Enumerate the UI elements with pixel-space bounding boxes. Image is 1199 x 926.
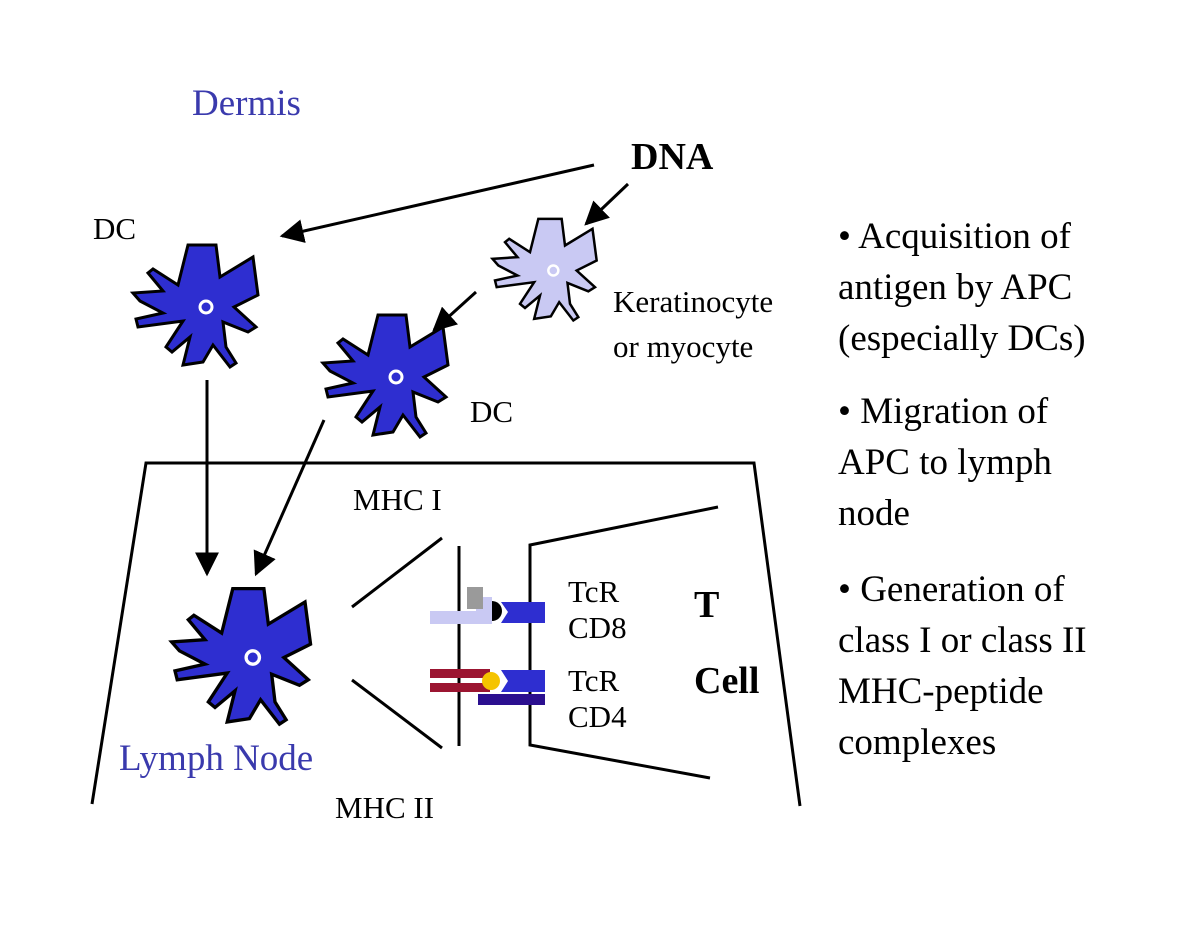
peptide-mhc2 (482, 672, 500, 690)
tcr-top (501, 602, 545, 623)
t-cell-outline (528, 505, 719, 780)
mhc2-complex (430, 669, 545, 705)
zoom-line-lower (351, 678, 443, 750)
bullet-migration: • Migration of APC to lymph node (838, 386, 1052, 539)
dc-mid-label: DC (470, 394, 514, 429)
bullet-line: • Generation of (838, 569, 1065, 610)
peptide-mhc1 (492, 601, 502, 621)
bullet-line: APC to lymph (838, 442, 1052, 483)
mhc2-chain-a (430, 669, 490, 678)
zoom-line-upper (351, 536, 443, 609)
tcr-bottom (501, 670, 545, 692)
mhc1-label: MHC I (353, 482, 442, 517)
tcr-top-label: TcR (568, 574, 620, 609)
dc-lymph-node-icon (169, 586, 313, 726)
dc-top-label: DC (93, 211, 137, 246)
arrow-dc2-to-lymph-node (253, 419, 326, 577)
dermis-label: Dermis (192, 83, 301, 124)
lymph-node-outline (90, 461, 802, 807)
bullet-acquisition: • Acquisition of antigen by APC (especia… (838, 211, 1086, 364)
bullet-line: complexes (838, 722, 997, 763)
tcr-bottom-label: TcR (568, 663, 620, 698)
t-label: T (694, 584, 720, 626)
arrow-dna-to-keratinocyte (584, 182, 630, 226)
cell-label: Cell (694, 660, 760, 702)
dna-label: DNA (631, 136, 714, 178)
keratinocyte-label-line2: or myocyte (613, 329, 754, 364)
keratinocyte-label-line1: Keratinocyte (613, 284, 774, 319)
mhc1-complex (430, 587, 545, 624)
cd8-label: CD8 (568, 610, 627, 645)
bullet-line: • Migration of (838, 391, 1049, 432)
bullet-line: MHC-peptide (838, 671, 1044, 712)
arrow-keratinocyte-to-dc (432, 290, 478, 332)
bullet-line: class I or class II (838, 620, 1087, 661)
bullet-line: node (838, 493, 910, 534)
lymph-node-label: Lymph Node (119, 738, 314, 779)
bullet-line: antigen by APC (838, 267, 1073, 308)
mhc2-chain-b (430, 683, 490, 692)
cd4-label: CD4 (568, 699, 627, 734)
dc-middle-icon (321, 313, 450, 439)
arrow-dna-to-dc (279, 163, 595, 243)
cd4-molecule (478, 694, 545, 705)
mhc2-label: MHC II (335, 790, 435, 825)
keratinocyte-icon (491, 217, 598, 322)
bullet-generation: • Generation of class I or class II MHC-… (838, 564, 1087, 768)
bullet-line: (especially DCs) (838, 318, 1086, 359)
bullet-line: • Acquisition of (838, 216, 1071, 257)
mhc1-grey-domain (467, 587, 483, 609)
dc-top-icon (131, 243, 260, 369)
